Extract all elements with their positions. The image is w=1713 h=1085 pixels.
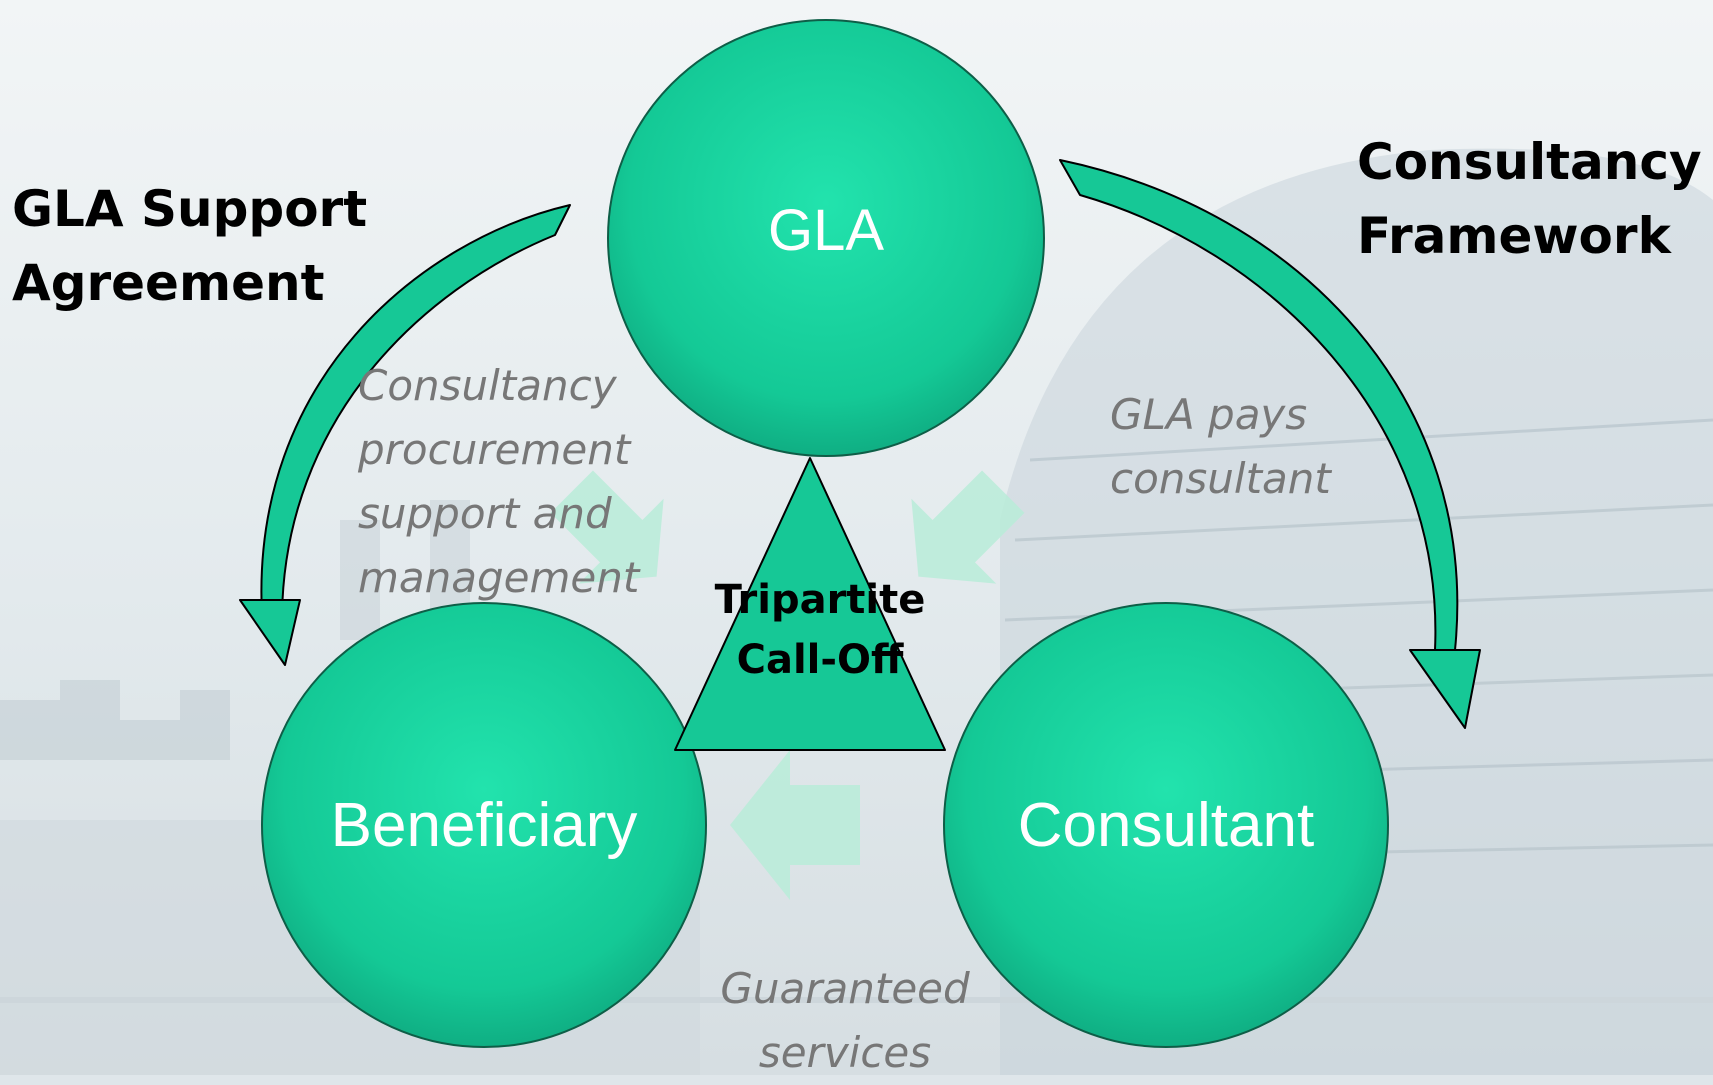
gla-label: GLA: [767, 198, 885, 263]
tripartite-line-2: Call-Off: [736, 637, 904, 683]
services-line-1: Guaranteed: [720, 964, 970, 1013]
procurement-line-4: management: [358, 553, 640, 602]
services-line-2: services: [758, 1028, 932, 1077]
gla-support-agreement-label: GLA Support Agreement: [12, 172, 367, 320]
gla-support-line-2: Agreement: [12, 254, 325, 312]
gla-support-line-1: GLA Support: [12, 180, 368, 238]
tripartite-line-1: Tripartite: [714, 577, 926, 623]
consultancy-framework-label: Consultancy Framework: [1357, 125, 1702, 273]
consultant-node: [943, 602, 1389, 1048]
consultancy-framework-line-2: Framework: [1357, 207, 1671, 265]
procurement-flow-label: Consultancy procurement support and mana…: [358, 354, 639, 610]
payment-line-2: consultant: [1110, 454, 1331, 503]
procurement-flow-arrow: [550, 470, 664, 584]
procurement-line-3: support and: [358, 489, 612, 538]
services-flow-arrow: [730, 750, 860, 900]
payment-line-1: GLA pays: [1110, 390, 1308, 439]
payment-flow-label: GLA pays consultant: [1110, 383, 1331, 511]
tripartite-triangle: [674, 457, 946, 751]
services-flow-label: Guaranteed services: [700, 957, 990, 1085]
left-agreement-arrow: [239, 204, 571, 666]
beneficiary-label: Beneficiary: [330, 791, 638, 860]
right-agreement-arrow: [1059, 159, 1481, 729]
consultant-label: Consultant: [1017, 791, 1315, 860]
procurement-line-2: procurement: [358, 425, 631, 474]
gla-node: [607, 19, 1045, 457]
consultancy-framework-line-1: Consultancy: [1357, 133, 1702, 191]
beneficiary-node: [261, 602, 707, 1048]
tripartite-label: Tripartite Call-Off: [700, 570, 940, 690]
procurement-line-1: Consultancy: [358, 361, 617, 410]
payment-flow-arrow: [911, 470, 1025, 584]
